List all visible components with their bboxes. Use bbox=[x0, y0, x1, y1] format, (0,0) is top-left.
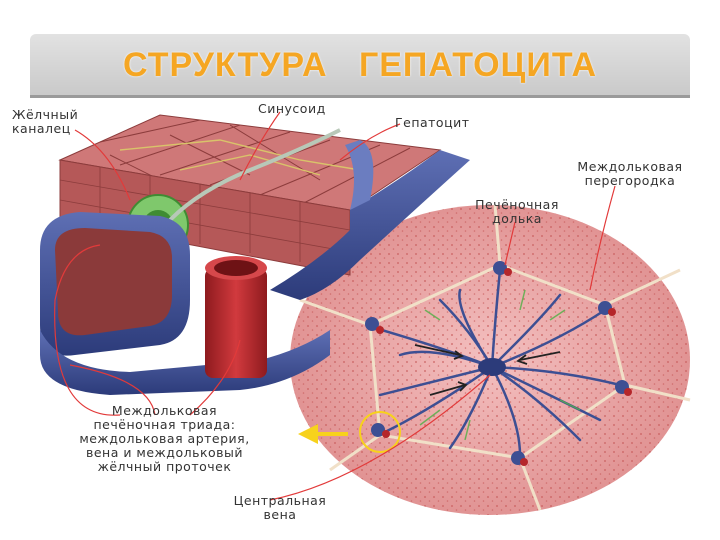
label-hepatocyte: Гепатоцит bbox=[395, 116, 470, 130]
label-central-vein: Центральная вена bbox=[220, 494, 340, 522]
label-bile-canaliculus: Жёлчный каналец bbox=[12, 108, 78, 136]
label-hepatic-lobule: Печёночная долька bbox=[462, 198, 572, 226]
label-interlobular-septum: Междольковая перегородка bbox=[560, 160, 700, 188]
label-sinusoid: Синусоид bbox=[258, 102, 326, 116]
label-portal-triad: Междольковая печёночная триада: междольк… bbox=[62, 404, 267, 474]
interlobular-artery bbox=[205, 256, 267, 378]
